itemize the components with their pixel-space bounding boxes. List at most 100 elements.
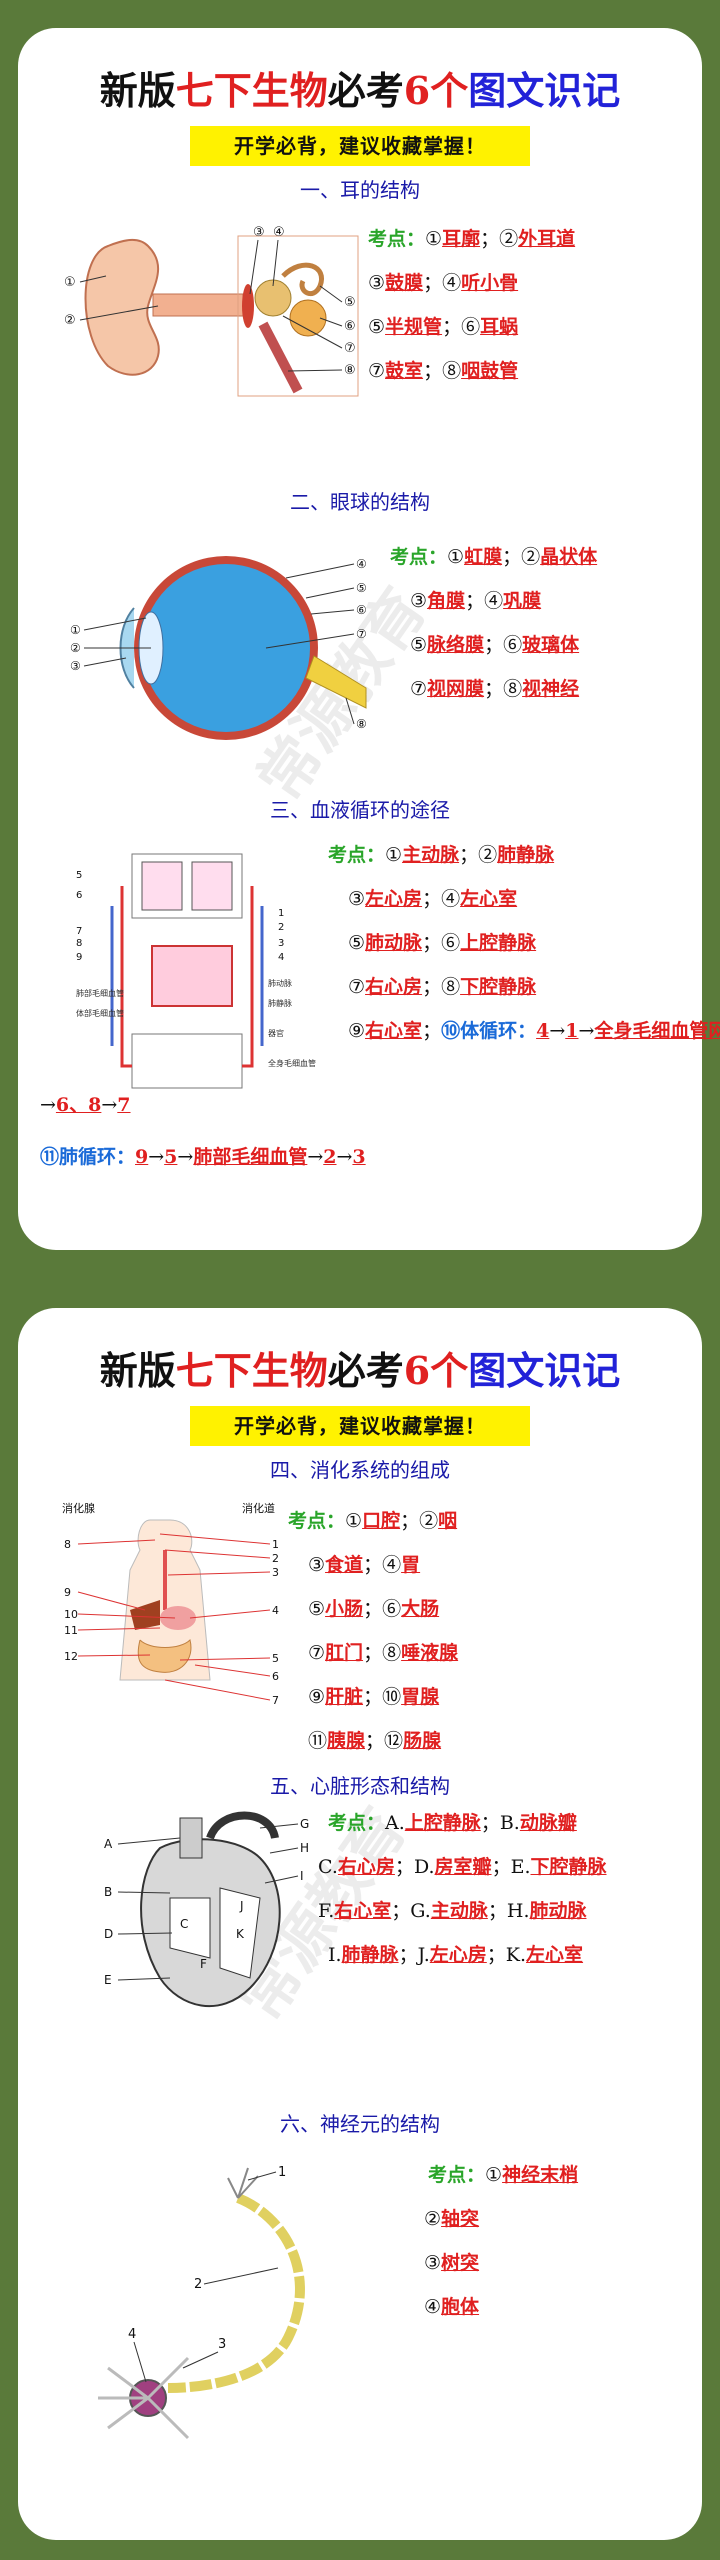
kaodian-label: 考点： xyxy=(288,1510,346,1532)
answer-text: 大肠 xyxy=(401,1598,440,1620)
dig-line-6: ⑪胰腺；⑫肠腺 xyxy=(308,1726,441,1753)
answer-text: 3 xyxy=(352,1146,366,1168)
separator: ； xyxy=(400,1510,420,1532)
answer-text: 神经末梢 xyxy=(502,2164,579,2186)
answer-text: 轴突 xyxy=(441,2208,480,2230)
separator: ； xyxy=(491,1856,511,1878)
answer-text: 食道 xyxy=(325,1554,364,1576)
title-part: 七下生物 xyxy=(175,1348,328,1393)
separator: ； xyxy=(365,1730,385,1752)
answer-text: 耳蜗 xyxy=(480,316,519,338)
fig-label: ④ xyxy=(273,225,285,240)
separator: ； xyxy=(484,678,504,700)
ear-line-4: ⑦鼓室；⑧咽鼓管 xyxy=(368,356,518,383)
title-part: 新版 xyxy=(99,1348,176,1393)
body-loop-label: ⑩体循环： xyxy=(441,1020,537,1042)
eye-line-1: 考点：①虹膜；②晶状体 xyxy=(390,542,597,569)
fig-text: 肺部毛细血管 xyxy=(76,988,124,998)
arrow: → xyxy=(549,1020,566,1042)
item-number: ⑦ xyxy=(368,360,386,382)
neuron-line-3: ③树突 xyxy=(424,2248,479,2275)
section-title-eye: 二、眼球的结构 xyxy=(290,490,430,514)
fig-label: 10 xyxy=(64,1608,78,1621)
separator: ； xyxy=(422,1020,442,1042)
answer-text: 胃腺 xyxy=(401,1686,440,1708)
separator: ； xyxy=(363,1598,383,1620)
fig-label: ② xyxy=(70,641,81,655)
kaodian-label: 考点： xyxy=(328,844,386,866)
eye-line-2: ③角膜；④巩膜 xyxy=(410,586,541,613)
neuron-diagram: 1 2 3 4 xyxy=(98,2165,305,2440)
fig-label: 2 xyxy=(194,2277,202,2292)
ear-line-2: ③鼓膜；④听小骨 xyxy=(368,268,518,295)
answer-text: 肛门 xyxy=(325,1642,364,1664)
fig-label: 5 xyxy=(272,1652,279,1665)
answer-text: 胰腺 xyxy=(327,1730,366,1752)
dig-line-1: 考点：①口腔；②咽 xyxy=(288,1506,457,1533)
item-number: ⑦ xyxy=(308,1642,326,1664)
fig-label: 9 xyxy=(76,952,82,963)
lung-loop-label: ⑪肺循环： xyxy=(40,1146,136,1168)
kaodian-label: 考点： xyxy=(428,2164,486,2186)
item-number: ③ xyxy=(308,1554,326,1576)
neuron-line-4: ④胞体 xyxy=(424,2292,479,2319)
fig-label: 3 xyxy=(218,2337,226,2352)
item-number: ③ xyxy=(348,888,366,910)
item-number: ② xyxy=(424,2208,442,2230)
answer-text: 2 xyxy=(323,1146,337,1168)
separator: ； xyxy=(480,1812,500,1834)
fig-label: G xyxy=(300,1817,309,1831)
fig-label: 8 xyxy=(64,1538,71,1551)
answer-text: 听小骨 xyxy=(461,272,519,294)
answer-text: 口腔 xyxy=(362,1510,401,1532)
fig-label: A xyxy=(104,1837,113,1851)
title-part: 新版 xyxy=(99,68,176,113)
item-number: ③ xyxy=(368,272,386,294)
title-part: 七下生物 xyxy=(175,68,328,113)
fig-label: ⑧ xyxy=(356,717,367,731)
answer-text: 视网膜 xyxy=(427,678,485,700)
fig-label: 6 xyxy=(272,1670,279,1683)
title-part: 6个 xyxy=(403,68,469,113)
fig-label: ⑤ xyxy=(344,295,356,310)
fig-label: E xyxy=(104,1973,112,1987)
arrow: → xyxy=(40,1094,56,1116)
separator: ； xyxy=(484,634,504,656)
item-number: ② xyxy=(521,546,541,568)
fig-label: 9 xyxy=(64,1586,71,1599)
answer-text: 下腔静脉 xyxy=(460,976,537,998)
item-number: ⑥ xyxy=(441,932,461,954)
answer-text: 右心室 xyxy=(334,1900,392,1922)
heart-line-4: I.肺静脉；J.左心房；K.左心室 xyxy=(328,1940,583,1967)
heart-line-1: 考点：A.上腔静脉；B.动脉瓣 xyxy=(328,1808,577,1835)
item-number: G. xyxy=(410,1900,431,1922)
separator: ； xyxy=(423,360,443,382)
answer-text: 主动脉 xyxy=(430,1900,488,1922)
answer-text: 角膜 xyxy=(427,590,466,612)
answer-text: 左心房 xyxy=(429,1944,487,1966)
fig-label: 4 xyxy=(278,952,284,963)
separator: ； xyxy=(391,1900,411,1922)
subtitle-ribbon: 开学必背，建议收藏掌握！ xyxy=(190,126,530,166)
answer-text: 左心室 xyxy=(526,1944,584,1966)
separator: ； xyxy=(363,1642,383,1664)
fig-label: 7 xyxy=(76,926,82,937)
answer-text: 肝脏 xyxy=(325,1686,364,1708)
fig-label: 3 xyxy=(278,938,284,949)
separator: ； xyxy=(465,590,485,612)
fig-label: ② xyxy=(64,313,76,328)
answer-text: 半规管 xyxy=(385,316,443,338)
answer-text: 动脉瓣 xyxy=(519,1812,577,1834)
item-number: ⑫ xyxy=(384,1730,404,1752)
fig-label: 2 xyxy=(272,1552,279,1565)
eye-line-4: ⑦视网膜；⑧视神经 xyxy=(410,674,579,701)
heart-diagram: A B C D E F G H I J K xyxy=(104,1811,309,2007)
fig-label: I xyxy=(300,1869,304,1883)
item-number: ⑥ xyxy=(503,634,523,656)
fig-label: 5 xyxy=(76,870,82,881)
answer-text: 7 xyxy=(117,1094,131,1116)
fig-label: ⑦ xyxy=(356,627,367,641)
circulation-diagram: 5 6 7 8 9 1 2 3 4 肺部毛细血管 体部毛细血管 肺动脉 肺静脉 … xyxy=(76,853,316,1089)
separator: ； xyxy=(394,1856,414,1878)
item-number: ④ xyxy=(442,272,462,294)
